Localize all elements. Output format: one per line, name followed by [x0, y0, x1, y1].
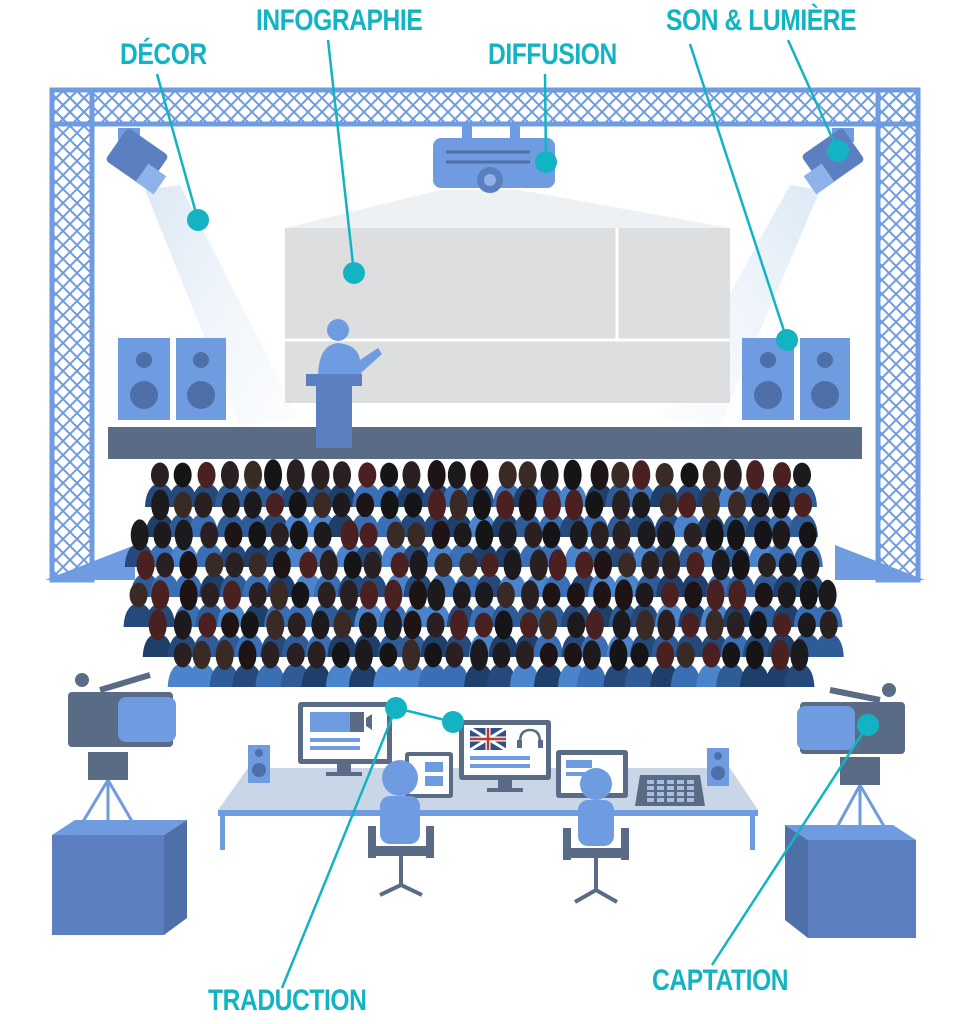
infographie-marker [343, 262, 365, 284]
callout-lines [155, 39, 870, 989]
stage-truss [45, 87, 925, 583]
label-traduction: TRADUCTION [208, 984, 367, 1017]
speaker-right-icon [742, 338, 850, 420]
audience-crowd [123, 459, 844, 687]
headset-icon [517, 728, 543, 748]
traduction-marker-1 [385, 697, 407, 719]
operator-right [563, 768, 629, 904]
operator-left [368, 760, 434, 897]
captation-marker [857, 714, 879, 736]
label-son-lumiere: SON & LUMIÈRE [666, 4, 857, 37]
desk-speaker-right-icon [707, 748, 729, 786]
spotlight-left-icon [106, 128, 168, 195]
speaker-left-icon [118, 338, 226, 420]
label-infographie: INFOGRAPHIE [256, 4, 423, 37]
video-camera-left-icon [52, 672, 187, 935]
son-lumiere-spot-marker [827, 140, 849, 162]
monitor-translation-icon [459, 720, 551, 792]
presenter-at-lectern [306, 319, 382, 448]
traduction-marker-2 [442, 711, 464, 733]
label-diffusion: DIFFUSION [488, 38, 617, 71]
left-light-beam [145, 185, 300, 425]
decor-marker [187, 209, 209, 231]
label-decor: DÉCOR [120, 38, 207, 71]
projector-icon [433, 124, 555, 193]
diffusion-marker [535, 151, 557, 173]
projection-beam [285, 190, 730, 228]
monitor-audio-icon [298, 702, 392, 776]
mixing-console-icon [635, 775, 705, 806]
stage-floor [108, 427, 862, 459]
video-camera-right-icon [785, 683, 916, 938]
label-captation: CAPTATION [652, 964, 789, 997]
son-lumiere-marker [776, 329, 798, 351]
callout-dots [187, 140, 879, 736]
uk-flag-icon [469, 726, 507, 752]
desk-speaker-left-icon [248, 745, 270, 783]
